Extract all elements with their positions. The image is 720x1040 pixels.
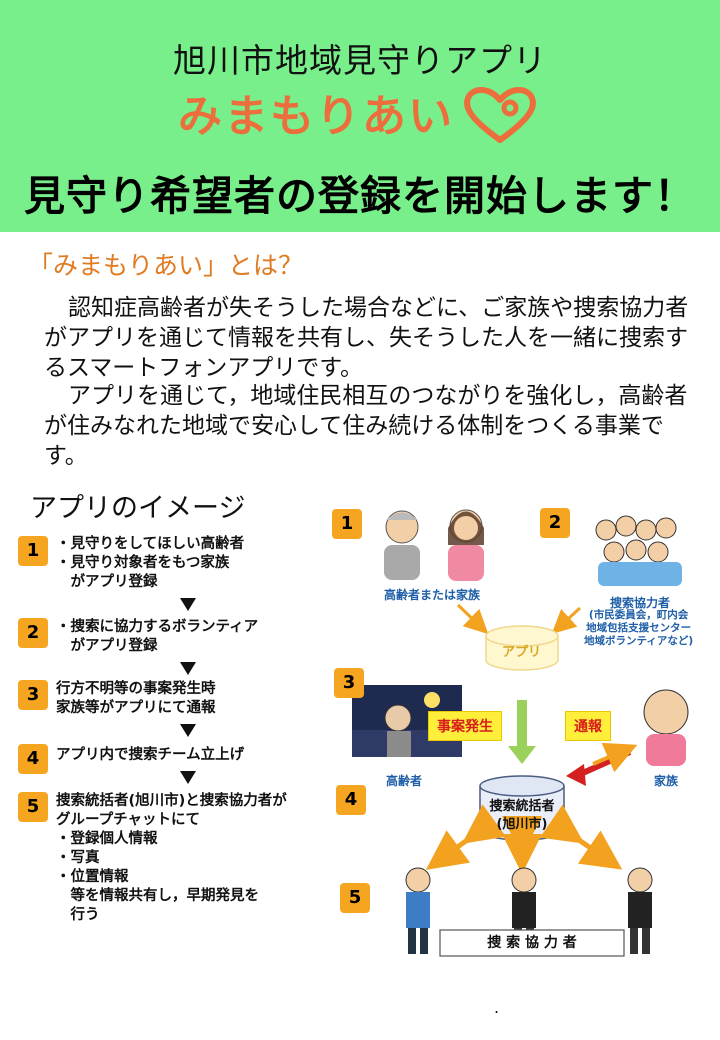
heart-icon — [464, 87, 536, 143]
step-badge: 4 — [18, 744, 48, 774]
app-label: アプリ — [502, 645, 542, 660]
step-line: 家族等がアプリにて通報 — [56, 700, 216, 716]
step-line: 等を情報共有し，早期発見を — [56, 888, 259, 904]
diagram-badge-5: 5 — [340, 883, 370, 913]
diagram-badge-4: 4 — [336, 785, 366, 815]
step-line: アプリ内で捜索チーム立上げ — [56, 747, 245, 763]
step-line: 捜索統括者(旭川市)と捜索協力者が — [56, 793, 287, 809]
helper-person-illustration — [627, 867, 653, 954]
down-arrow-icon — [180, 662, 196, 675]
step-line: がアプリ登録 — [56, 638, 158, 654]
step-line: がアプリ登録 — [56, 574, 158, 590]
crowd-illustration — [595, 515, 682, 586]
step-line: 行方不明等の事案発生時 — [56, 681, 216, 697]
step-badge: 3 — [18, 680, 48, 710]
helpers-box-label: 捜 索 協 力 者 — [487, 935, 577, 951]
about-paragraph-2: アプリを通じて，地域住民相互のつながりを強化し，高齢者が住みなれた地域で安心して… — [44, 383, 688, 469]
down-arrow-icon — [180, 598, 196, 611]
worried-family-illustration — [643, 689, 689, 766]
about-question: 「みまもりあい」とは？ — [28, 251, 304, 280]
label-helpers-detail: 地域ボランティアなど) — [584, 635, 694, 647]
diagram-badge-3: 3 — [334, 668, 364, 698]
step-line: ・捜索に協力するボランティア — [56, 619, 259, 635]
app-logo-text: みまもりあい — [178, 91, 454, 142]
step-badge: 1 — [18, 536, 48, 566]
step-line: ・見守り対象者をもつ家族 — [56, 555, 230, 571]
incident-tag: 事案発生 — [428, 711, 502, 741]
about-paragraph-1: 認知症高齢者が失そうした場合などに、ご家族や捜索協力者がアプリを通じて情報を共有… — [44, 295, 689, 381]
label-elderly-family: 高齢者または家族 — [384, 588, 481, 602]
label-family: 家族 — [654, 774, 679, 788]
app-subtitle: 旭川市地域見守りアプリ — [173, 41, 547, 80]
step-line: ・登録個人情報 — [56, 831, 158, 847]
coordinator-label: 捜索統括者 — [489, 799, 555, 814]
diagram-badge-1: 1 — [332, 509, 362, 539]
down-arrow-icon — [180, 771, 196, 784]
diagram-badge-2: 2 — [540, 508, 570, 538]
down-arrow-icon — [180, 724, 196, 737]
helper-person-illustration — [405, 867, 431, 954]
image-section-title: アプリのイメージ — [30, 493, 246, 524]
step-line: ・見守りをしてほしい高齢者 — [56, 536, 245, 552]
family-woman-illustration — [448, 509, 484, 581]
report-tag: 通報 — [565, 711, 611, 741]
step-line: ・写真 — [56, 850, 100, 866]
footnote-dot: . — [494, 998, 500, 1017]
elderly-person-illustration — [384, 510, 420, 580]
step-line: グループチャットにて — [56, 812, 200, 828]
step-badge: 2 — [18, 618, 48, 648]
step-line: 行う — [56, 907, 100, 923]
label-helpers-detail: 地域包括支援センター — [586, 622, 692, 634]
step-badge: 5 — [18, 792, 48, 822]
label-elderly: 高齢者 — [386, 774, 423, 788]
header-banner — [0, 0, 720, 232]
label-helpers: 捜索協力者 — [610, 596, 671, 610]
label-helpers-detail: (市民委員会，町内会 — [588, 609, 689, 621]
step-line: ・位置情報 — [56, 869, 129, 885]
page-headline: 見守り希望者の登録を開始します！ — [24, 172, 696, 220]
coordinator-label: (旭川市) — [496, 817, 548, 832]
